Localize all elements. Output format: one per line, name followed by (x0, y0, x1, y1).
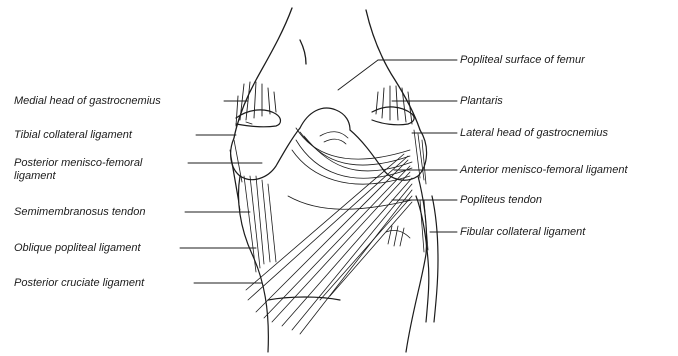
label-popliteus-tendon: Popliteus tendon (460, 194, 542, 207)
label-oblique-popliteal-ligament: Oblique popliteal ligament (14, 242, 141, 255)
ligament-fibres (230, 128, 428, 334)
label-plantaris: Plantaris (460, 95, 503, 108)
label-posterior-cruciate-ligament: Posterior cruciate ligament (14, 277, 144, 290)
tibia (239, 176, 427, 352)
label-semimembranosus-tendon: Semimembranosus tendon (14, 206, 145, 219)
lateral-head-gastrocnemius (376, 86, 412, 124)
medial-head-gastrocnemius (236, 82, 276, 126)
label-medial-head-gastrocnemius: Medial head of gastrocnemius (14, 95, 161, 108)
label-posterior-menisco-femoral-ligament: Posterior menisco-femoral ligament (14, 157, 174, 183)
label-anterior-menisco-femoral-ligament: Anterior menisco-femoral ligament (460, 164, 628, 177)
label-lateral-head-gastrocnemius: Lateral head of gastrocnemius (460, 127, 608, 140)
fibula (416, 196, 438, 322)
label-popliteal-surface-femur: Popliteal surface of femur (460, 54, 585, 67)
femur-shaft (234, 8, 420, 138)
label-tibial-collateral-ligament: Tibial collateral ligament (14, 129, 132, 142)
label-fibular-collateral-ligament: Fibular collateral ligament (460, 226, 585, 239)
femoral-condyles (231, 107, 427, 180)
